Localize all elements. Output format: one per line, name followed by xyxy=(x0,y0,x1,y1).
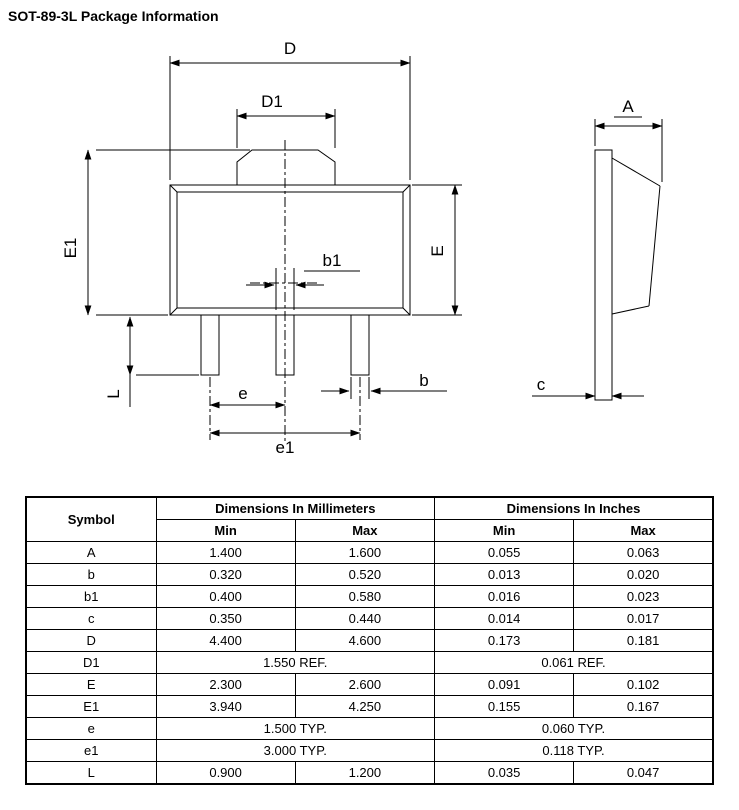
table-row: E 2.300 2.600 0.091 0.102 xyxy=(25,673,714,696)
cell-symbol: E1 xyxy=(25,695,157,718)
cell-mm-max: 0.440 xyxy=(294,607,436,630)
side-tab-outline xyxy=(594,149,613,401)
dim-label-c: c xyxy=(537,375,546,394)
dim-label-E: E xyxy=(428,245,447,256)
cell-mm-min: 2.300 xyxy=(155,673,296,696)
cell-symbol: A xyxy=(25,541,157,564)
header-symbol: Symbol xyxy=(25,496,157,542)
table-row: E1 3.940 4.250 0.155 0.167 xyxy=(25,695,714,718)
mounting-tab-outline xyxy=(236,149,336,185)
header-mm: Dimensions In Millimeters xyxy=(155,496,435,520)
cell-in-max: 0.063 xyxy=(573,541,714,564)
header-in-min: Min xyxy=(433,519,575,542)
cell-mm-min: 1.400 xyxy=(155,541,296,564)
cell-mm-merged: 1.500 TYP. xyxy=(155,717,435,740)
cell-symbol: e1 xyxy=(25,739,157,762)
cell-in-max: 0.167 xyxy=(573,695,714,718)
cell-in-max: 0.023 xyxy=(573,585,714,608)
table-header-row: Symbol Dimensions In Millimeters Dimensi… xyxy=(25,496,714,542)
dim-label-E1: E1 xyxy=(61,238,80,259)
cell-mm-min: 0.350 xyxy=(155,607,296,630)
cell-mm-max: 1.600 xyxy=(294,541,436,564)
table-row: e 1.500 TYP. 0.060 TYP. xyxy=(25,717,714,740)
cell-symbol: E xyxy=(25,673,157,696)
lead-center xyxy=(275,314,295,376)
cell-mm-min: 4.400 xyxy=(155,629,296,652)
cell-mm-max: 1.200 xyxy=(294,761,436,785)
dim-label-A: A xyxy=(622,97,634,116)
cell-symbol: e xyxy=(25,717,157,740)
cell-mm-min: 0.900 xyxy=(155,761,296,785)
cell-mm-min: 0.400 xyxy=(155,585,296,608)
cell-mm-max: 4.250 xyxy=(294,695,436,718)
dim-label-e1: e1 xyxy=(276,438,295,457)
dimensions-table: Symbol Dimensions In Millimeters Dimensi… xyxy=(25,496,714,785)
dimensions-table-wrapper: Symbol Dimensions In Millimeters Dimensi… xyxy=(25,496,714,785)
cell-symbol: c xyxy=(25,607,157,630)
table-row: A 1.400 1.600 0.055 0.063 xyxy=(25,541,714,564)
dim-label-b1: b1 xyxy=(323,251,342,270)
table-row: D 4.400 4.600 0.173 0.181 xyxy=(25,629,714,652)
cell-in-max: 0.017 xyxy=(573,607,714,630)
table-row: D1 1.550 REF. 0.061 REF. xyxy=(25,651,714,674)
dim-label-D: D xyxy=(284,39,296,58)
dim-label-L: L xyxy=(104,389,123,398)
lead-right xyxy=(350,314,370,376)
table-row: L 0.900 1.200 0.035 0.047 xyxy=(25,761,714,785)
side-view: A c xyxy=(532,97,663,401)
cell-mm-max: 0.520 xyxy=(294,563,436,586)
top-view: D D1 E1 E L xyxy=(61,39,462,457)
table-row: b 0.320 0.520 0.013 0.020 xyxy=(25,563,714,586)
header-inches: Dimensions In Inches xyxy=(434,496,714,520)
cell-in-merged: 0.060 TYP. xyxy=(434,717,714,740)
cell-in-max: 0.102 xyxy=(573,673,714,696)
cell-mm-min: 3.940 xyxy=(155,695,296,718)
cell-in-min: 0.055 xyxy=(433,541,575,564)
dim-label-e: e xyxy=(238,384,247,403)
lead-left xyxy=(200,314,220,376)
header-mm-min: Min xyxy=(155,519,296,542)
cell-symbol: D1 xyxy=(25,651,157,674)
cell-mm-min: 0.320 xyxy=(155,563,296,586)
cell-symbol: b1 xyxy=(25,585,157,608)
cell-mm-max: 0.580 xyxy=(294,585,436,608)
cell-in-max: 0.181 xyxy=(573,629,714,652)
dim-label-b: b xyxy=(419,371,428,390)
cell-mm-max: 2.600 xyxy=(294,673,436,696)
cell-in-max: 0.020 xyxy=(573,563,714,586)
header-in-max: Max xyxy=(573,519,714,542)
package-body-outline xyxy=(169,184,411,316)
package-body-inner-outline xyxy=(176,191,404,309)
page-title: SOT-89-3L Package Information xyxy=(8,8,219,24)
cell-in-max: 0.047 xyxy=(573,761,714,785)
table-row: e1 3.000 TYP. 0.118 TYP. xyxy=(25,739,714,762)
cell-in-merged: 0.118 TYP. xyxy=(434,739,714,762)
header-mm-max: Max xyxy=(294,519,436,542)
dim-label-D1: D1 xyxy=(261,92,283,111)
cell-in-min: 0.016 xyxy=(433,585,575,608)
table-row: c 0.350 0.440 0.014 0.017 xyxy=(25,607,714,630)
cell-symbol: b xyxy=(25,563,157,586)
table-row: b1 0.400 0.580 0.016 0.023 xyxy=(25,585,714,608)
cell-symbol: L xyxy=(25,761,157,785)
cell-in-min: 0.013 xyxy=(433,563,575,586)
cell-mm-merged: 1.550 REF. xyxy=(155,651,435,674)
cell-mm-merged: 3.000 TYP. xyxy=(155,739,435,762)
cell-in-min: 0.091 xyxy=(433,673,575,696)
cell-in-min: 0.155 xyxy=(433,695,575,718)
cell-in-min: 0.014 xyxy=(433,607,575,630)
package-drawing: D D1 E1 E L xyxy=(61,39,663,457)
cell-in-min: 0.173 xyxy=(433,629,575,652)
cell-mm-max: 4.600 xyxy=(294,629,436,652)
cell-in-merged: 0.061 REF. xyxy=(434,651,714,674)
cell-symbol: D xyxy=(25,629,157,652)
cell-in-min: 0.035 xyxy=(433,761,575,785)
